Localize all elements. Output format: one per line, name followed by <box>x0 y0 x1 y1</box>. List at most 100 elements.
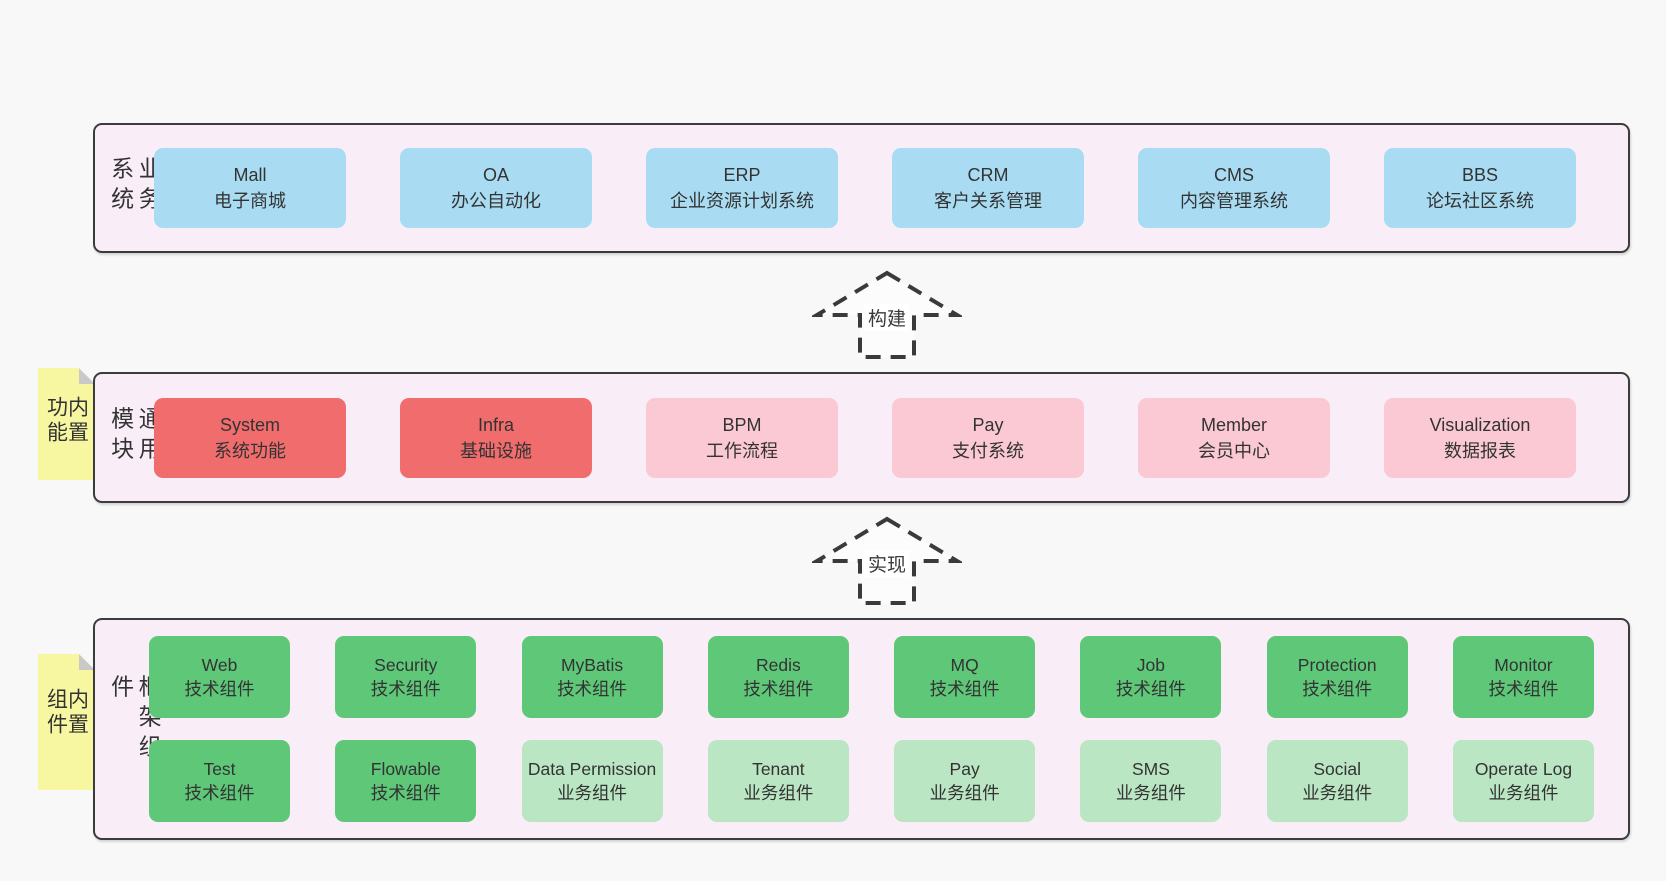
box-subtitle: 客户关系管理 <box>934 191 1042 211</box>
box-subtitle: 基础设施 <box>460 440 532 461</box>
box-subtitle: 办公自动化 <box>451 191 541 211</box>
box-oa: OA 办公自动化 <box>400 148 592 228</box>
box-subtitle: 系统功能 <box>214 440 286 461</box>
box-mq: MQ 技术组件 <box>894 636 1036 718</box>
box-title: Security <box>374 655 438 675</box>
arrow-label: 构建 <box>863 304 911 331</box>
box-subtitle: 业务组件 <box>929 783 1000 803</box>
box-title: MyBatis <box>560 655 624 675</box>
sticky-note-built-in-features: 内置功能 <box>38 368 95 480</box>
box-title: Protection <box>1297 655 1377 675</box>
box-subtitle: 技术组件 <box>743 679 814 699</box>
box-flowable: Flowable 技术组件 <box>335 740 477 822</box>
box-title: Operate Log <box>1474 759 1573 779</box>
box-subtitle: 技术组件 <box>184 679 255 699</box>
box-title: SMS <box>1131 759 1170 779</box>
layer-title: 通用模块 <box>107 405 162 466</box>
box-web: Web 技术组件 <box>149 636 290 718</box>
box-subtitle: 技术组件 <box>370 783 441 803</box>
box-title: Test <box>203 759 236 779</box>
box-title: Web <box>201 655 238 675</box>
box-title: BBS <box>1461 165 1499 185</box>
sticky-note-label: 内置功能 <box>44 396 89 446</box>
sticky-note-built-in-components: 内置组件 <box>38 654 95 790</box>
box-title: CRM <box>967 165 1009 185</box>
box-subtitle: 论坛社区系统 <box>1426 191 1534 211</box>
box-social: Social 业务组件 <box>1266 740 1408 822</box>
box-sms: SMS 业务组件 <box>1080 740 1222 822</box>
box-subtitle: 技术组件 <box>1302 679 1373 699</box>
box-redis: Redis 技术组件 <box>707 636 849 718</box>
box-pay: Pay 支付系统 <box>892 397 1084 478</box>
box-job: Job 技术组件 <box>1080 636 1222 718</box>
box-title: Member <box>1200 414 1267 435</box>
box-subtitle: 业务组件 <box>1115 783 1186 803</box>
box-subtitle: 技术组件 <box>184 783 255 803</box>
box-tenant: Tenant 业务组件 <box>707 740 849 822</box>
box-subtitle: 会员中心 <box>1198 440 1270 461</box>
box-subtitle: 业务组件 <box>557 783 628 803</box>
box-subtitle: 技术组件 <box>557 679 628 699</box>
box-monitor: Monitor 技术组件 <box>1452 636 1594 718</box>
box-title: Social <box>1313 759 1362 779</box>
box-row: Mall 电子商城 OA 办公自动化 ERP 企业资源计划系统 CRM 客户关系管理 CMS 内容… <box>154 148 1576 228</box>
box-title: Mall <box>233 165 267 185</box>
box-subtitle: 内容管理系统 <box>1180 191 1288 211</box>
arrow-implement: 实现 <box>812 514 962 606</box>
box-subtitle: 业务组件 <box>1488 783 1559 803</box>
box-subtitle: 企业资源计划系统 <box>670 191 814 211</box>
box-title: MQ <box>950 655 979 675</box>
box-test: Test 技术组件 <box>149 740 290 822</box>
box-mall: Mall 电子商城 <box>154 148 346 228</box>
box-visualization: Visualization 数据报表 <box>1384 397 1576 478</box>
box-title: Tenant <box>752 759 805 779</box>
box-title: Visualization <box>1429 414 1531 435</box>
box-crm: CRM 客户关系管理 <box>892 148 1084 228</box>
box-title: Redis <box>755 655 801 675</box>
box-subtitle: 技术组件 <box>1115 679 1186 699</box>
box-pay: Pay 业务组件 <box>894 740 1036 822</box>
box-member: Member 会员中心 <box>1138 397 1330 478</box>
box-title: Monitor <box>1494 655 1553 675</box>
box-subtitle: 技术组件 <box>1488 679 1559 699</box>
box-cms: CMS 内容管理系统 <box>1138 148 1330 228</box>
box-title: ERP <box>723 165 761 185</box>
box-mybatis: MyBatis 技术组件 <box>521 636 663 718</box>
box-infra: Infra 基础设施 <box>400 397 592 478</box>
box-subtitle: 技术组件 <box>929 679 1000 699</box>
box-title: Flowable <box>370 759 441 779</box>
box-subtitle: 数据报表 <box>1444 440 1516 461</box>
box-title: Pay <box>949 759 980 779</box>
box-subtitle: 电子商城 <box>214 191 286 211</box>
box-erp: ERP 企业资源计划系统 <box>646 148 838 228</box>
box-title: Job <box>1136 655 1166 675</box>
box-system: System 系统功能 <box>154 397 346 478</box>
box-subtitle: 业务组件 <box>1302 783 1373 803</box>
box-operate-log: Operate Log 业务组件 <box>1452 740 1594 822</box>
box-subtitle: 工作流程 <box>706 440 778 461</box>
sticky-note-label: 内置组件 <box>44 688 89 738</box>
box-data-permission: Data Permission 业务组件 <box>521 740 663 822</box>
box-title: Pay <box>972 414 1004 435</box>
box-protection: Protection 技术组件 <box>1266 636 1408 718</box>
box-title: System <box>219 414 280 435</box>
box-title: CMS <box>1214 165 1254 185</box>
box-title: OA <box>482 165 509 185</box>
box-title: Infra <box>477 414 515 435</box>
box-subtitle: 支付系统 <box>952 440 1024 461</box>
box-subtitle: 业务组件 <box>743 783 814 803</box>
box-title: Data Permission <box>527 759 657 779</box>
layer-boxes: Mall 电子商城 OA 办公自动化 ERP 企业资源计划系统 CRM 客户关系管理 CMS 内容… <box>95 125 1628 251</box>
arrow-build: 构建 <box>812 268 962 360</box>
